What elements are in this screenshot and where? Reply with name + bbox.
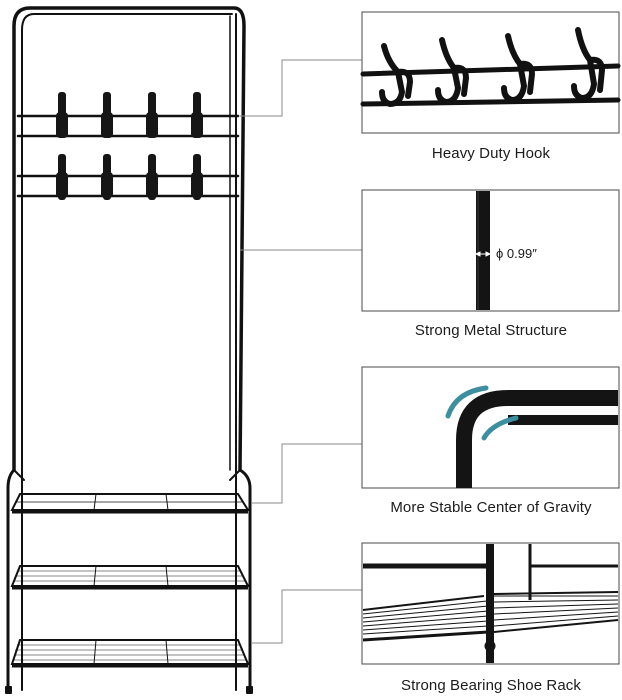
rack-feet xyxy=(5,686,253,694)
detail-panel-hooks xyxy=(360,11,621,134)
detail-panel-corner xyxy=(361,366,620,489)
caption-strong-metal-structure: Strong Metal Structure xyxy=(414,322,568,339)
curved-corner-icon xyxy=(445,385,618,488)
shelf-middle xyxy=(10,565,250,590)
diameter-marker-icon xyxy=(474,251,492,257)
hook-icon xyxy=(56,92,68,138)
top-hook-row xyxy=(56,92,203,138)
metal-tube-icon xyxy=(476,191,490,310)
shelf-top xyxy=(10,493,250,514)
detail-panel-shelf xyxy=(361,542,620,665)
caption-shoe-rack: Strong Bearing Shoe Rack xyxy=(400,677,581,694)
mesh-shelf-icon xyxy=(362,544,619,663)
hook-icon xyxy=(101,92,113,138)
caption-stable-center-of-gravity: More Stable Center of Gravity xyxy=(390,499,592,516)
hook-icon xyxy=(146,92,158,138)
diameter-annotation: ϕ 0.99″ xyxy=(496,246,537,261)
hook-icon xyxy=(56,154,68,200)
hall-tree-frame xyxy=(12,6,246,472)
hook-icon xyxy=(191,92,203,138)
bottom-hook-row xyxy=(56,154,203,200)
detail-panel-structure: ϕ 0.99″ xyxy=(361,189,620,312)
hook-icon xyxy=(146,154,158,200)
shelf-bottom xyxy=(10,639,250,668)
double-hook-icon xyxy=(360,27,621,108)
hook-icon xyxy=(101,154,113,200)
shoe-rack-section xyxy=(6,468,252,692)
callout-connectors xyxy=(240,59,362,644)
hook-icon xyxy=(191,154,203,200)
caption-heavy-duty-hook: Heavy Duty Hook xyxy=(431,145,551,162)
